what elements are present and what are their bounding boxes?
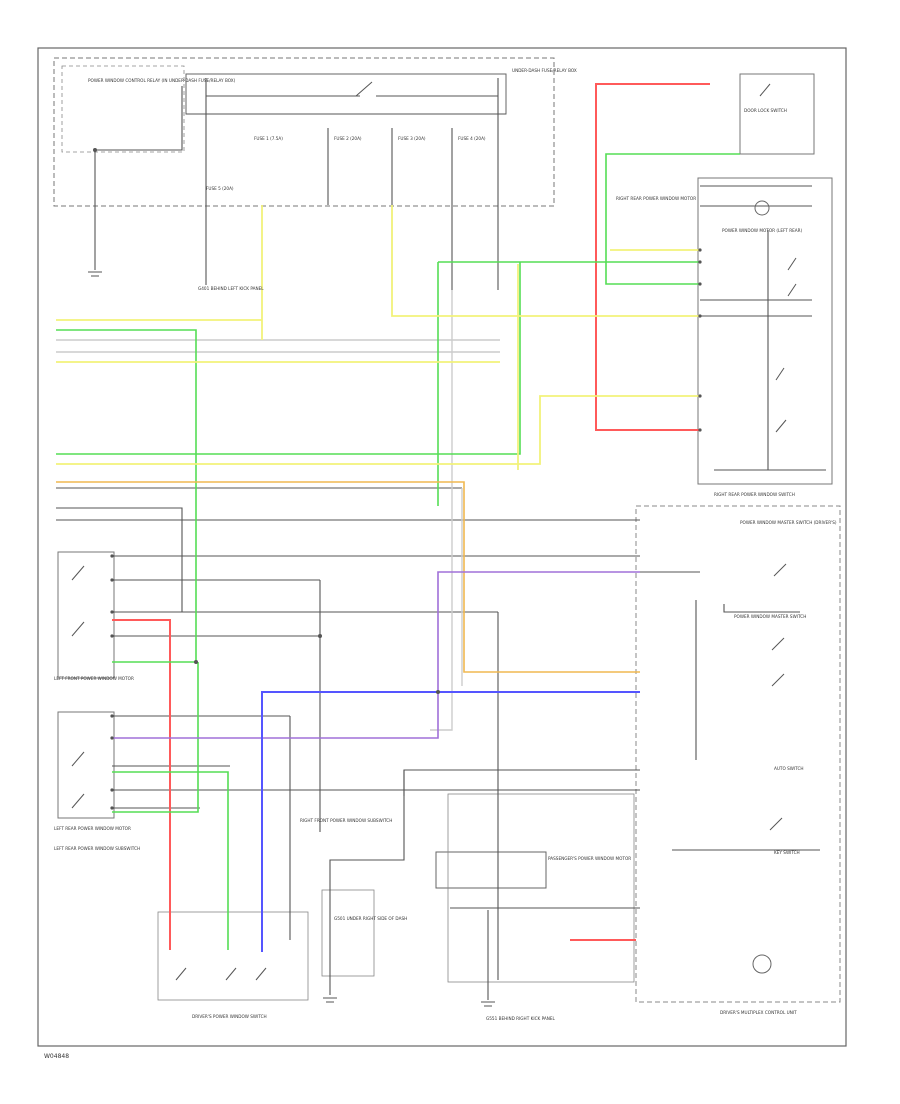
light-wires [56, 290, 500, 731]
left-lower-box [447, 793, 635, 983]
label-left-rear-motor: LEFT REAR POWER WINDOW MOTOR [54, 826, 131, 831]
ground-symbols [88, 271, 495, 1007]
label-left-ground: G401 BEHIND LEFT KICK PANEL [198, 286, 264, 291]
purple-wire [112, 571, 640, 739]
label-right-switch: RIGHT REAR POWER WINDOW SWITCH [714, 492, 795, 497]
control-unit-box [635, 505, 841, 1003]
door-lock-switch-box [739, 73, 815, 155]
relay-inner-box [61, 65, 185, 153]
label-main-switch: POWER WINDOW MASTER SWITCH (DRIVER'S) [740, 520, 837, 525]
label-ground-bottom: G551 BEHIND RIGHT KICK PANEL [486, 1016, 555, 1021]
component-labels: POWER WINDOW CONTROL RELAY (IN UNDER-DAS… [54, 68, 837, 1021]
blue-wire [261, 691, 640, 952]
left-switch-box [57, 711, 115, 819]
label-right-front-switch: RIGHT FRONT POWER WINDOW SUBSWITCH [300, 818, 392, 823]
orange-wire [56, 481, 640, 673]
passenger-motor-box [435, 851, 547, 889]
label-fuse-c: FUSE 3 (20A) [398, 136, 426, 141]
label-left-front-motor: LEFT FRONT POWER WINDOW MOTOR [54, 676, 134, 681]
label-auto-switch: AUTO SWITCH [774, 766, 804, 771]
fuse-relay-box [53, 57, 555, 207]
green-wire [56, 153, 740, 950]
label-driver-window: DRIVER'S POWER WINDOW SWITCH [192, 1014, 267, 1019]
label-fuse-d: FUSE 4 (20A) [458, 136, 486, 141]
label-ground-mid: G501 UNDER RIGHT SIDE OF DASH [334, 916, 407, 921]
connector-dots [93, 148, 702, 810]
yellow-wire [56, 205, 700, 470]
label-key-switch: KEY SWITCH [774, 850, 800, 855]
label-fuse-box: UNDER-DASH FUSE/RELAY BOX [512, 68, 577, 73]
switch-contacts [71, 81, 797, 981]
label-ign-relay-box: POWER WINDOW CONTROL RELAY (IN UNDER-DAS… [88, 78, 236, 83]
right-rear-switch-box [697, 177, 833, 485]
label-passenger-motor: PASSENGER'S POWER WINDOW MOTOR [548, 856, 631, 861]
motors [752, 200, 772, 974]
footer-code: W04848 [44, 1053, 69, 1060]
outer-frame [37, 47, 847, 1047]
label-right-motor: RIGHT REAR POWER WINDOW MOTOR [616, 196, 696, 201]
master-switch-box [57, 551, 115, 679]
label-power-window-motor-lr: POWER WINDOW MOTOR (LEFT REAR) [722, 228, 803, 233]
label-control-unit: DRIVER'S MULTIPLEX CONTROL UNIT [720, 1010, 797, 1015]
label-fuse-e: FUSE 5 (20A) [206, 186, 234, 191]
red-wire [112, 83, 710, 950]
black-wires [56, 78, 826, 1000]
label-door-lock: DOOR LOCK SWITCH [744, 108, 787, 113]
label-fuse-a: FUSE 1 (7.5A) [254, 136, 283, 141]
label-master-window: POWER WINDOW MASTER SWITCH [734, 614, 806, 619]
ground-switch-box [321, 889, 375, 977]
window-motor-box-bottom [157, 911, 309, 1001]
label-left-rear-switch: LEFT REAR POWER WINDOW SUBSWITCH [54, 846, 140, 851]
label-fuse-b: FUSE 2 (20A) [334, 136, 362, 141]
